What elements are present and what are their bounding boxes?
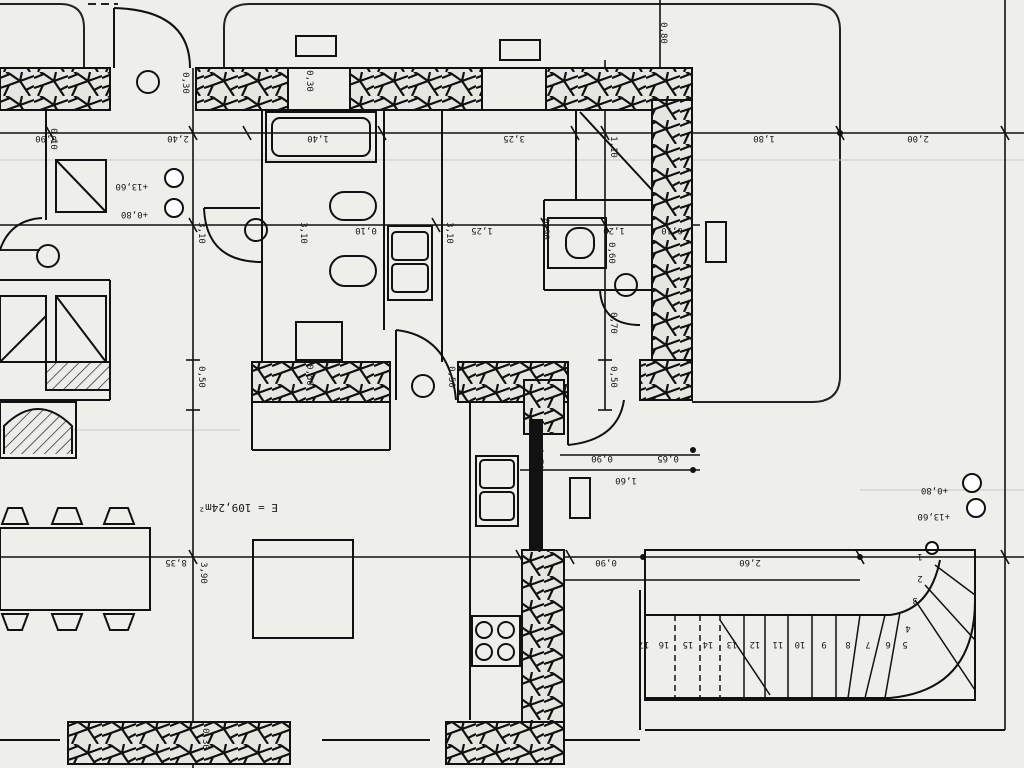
dimension-label: 2,60 bbox=[739, 557, 761, 567]
dimension-label: 2,40 bbox=[167, 133, 189, 143]
dining-table bbox=[0, 527, 151, 611]
dimension-label: 0,50 bbox=[608, 366, 618, 388]
stair-step-number: 13 bbox=[727, 639, 738, 649]
dimension-label: 0,50 bbox=[196, 366, 206, 388]
hatched-walls bbox=[45, 67, 547, 391]
dimension-label: 0,50 bbox=[446, 366, 456, 388]
dimension-label: 0,90 bbox=[540, 218, 550, 240]
stair-step-number: 11 bbox=[773, 639, 784, 649]
dimension-label: 3,10 bbox=[298, 222, 308, 244]
stair-step-number: 16 bbox=[659, 639, 670, 649]
dimension-label: 0,30 bbox=[304, 70, 314, 92]
dimension-label: 0,90 bbox=[591, 453, 613, 463]
stone-walls bbox=[0, 67, 693, 765]
level-label: +13,60 bbox=[917, 511, 950, 521]
side-table bbox=[252, 539, 354, 639]
stair-step-number: 10 bbox=[795, 639, 806, 649]
stair-step-number: 6 bbox=[885, 639, 890, 649]
stair-step-number: 12 bbox=[750, 639, 761, 649]
partition-walls bbox=[0, 110, 652, 720]
dimension-label: 0,30 bbox=[180, 72, 190, 94]
level-label: +0,80 bbox=[121, 209, 148, 219]
bidet bbox=[329, 191, 377, 221]
dimension-label: 0,60 bbox=[606, 242, 616, 264]
toilet-left bbox=[329, 255, 377, 287]
dimension-label: 0,50 bbox=[304, 364, 314, 386]
stair-step-number: 4 bbox=[905, 623, 910, 633]
stair-step-number: 1 bbox=[917, 551, 922, 561]
dimension-label: 1,60 bbox=[615, 475, 637, 485]
dimension-label: 0,90 bbox=[35, 133, 57, 143]
stair-step-number: 9 bbox=[821, 639, 826, 649]
dimension-labels: 0,90 2,40 1,40 3,25 1,80 2,00 0,80 3,10 3,10 3,10… bbox=[35, 22, 929, 750]
dimension-ticks bbox=[45, 125, 1010, 565]
toilet-right bbox=[547, 217, 607, 269]
door-swings bbox=[0, 7, 641, 446]
dimension-label: 0,10 bbox=[48, 128, 58, 150]
cooktop bbox=[471, 615, 521, 667]
fixture-symbols bbox=[36, 35, 727, 519]
level-label: +13,60 bbox=[115, 181, 148, 191]
dimension-label: 0,90 bbox=[595, 557, 617, 567]
dimension-label: 0,30 bbox=[200, 728, 210, 750]
dimension-label: 3,10 bbox=[196, 222, 206, 244]
dimension-label: 3,25 bbox=[503, 133, 525, 143]
stair-step-number: 17 bbox=[639, 639, 650, 649]
dimension-label: 1,80 bbox=[753, 133, 775, 143]
kitchen-sink bbox=[475, 455, 519, 527]
dimension-label: 1,10 bbox=[608, 136, 618, 158]
level-markers bbox=[164, 168, 986, 555]
shower-tray bbox=[295, 321, 343, 361]
dimension-label: 0,10 bbox=[355, 225, 377, 235]
kitchen-fixtures bbox=[471, 419, 543, 667]
stair-step-number: 14 bbox=[703, 639, 714, 649]
stair-step-number: 5 bbox=[902, 639, 907, 649]
dimension-label: 8,35 bbox=[165, 557, 187, 567]
dimension-label: 0,10 bbox=[661, 225, 683, 235]
fireplace bbox=[0, 401, 77, 459]
dimension-label: 0,80 bbox=[658, 22, 668, 44]
stair-step-number: 15 bbox=[683, 639, 694, 649]
dimension-label: 1,25 bbox=[471, 225, 493, 235]
bathtub bbox=[265, 111, 377, 163]
dimension-label: 1,40 bbox=[307, 133, 329, 143]
bathroom-fixtures bbox=[265, 111, 653, 361]
stair-step-number: 8 bbox=[845, 639, 850, 649]
site-outline bbox=[0, 3, 841, 403]
dimension-label: 0,70 bbox=[534, 448, 544, 470]
dimension-label: 0,70 bbox=[608, 312, 618, 334]
dimension-label: 1,20 bbox=[603, 225, 625, 235]
double-sink bbox=[387, 225, 433, 301]
faint-grid bbox=[0, 159, 1024, 491]
dimension-label: 3,10 bbox=[444, 222, 454, 244]
stair-step-number: 3 bbox=[912, 595, 917, 605]
dimension-label: 3,90 bbox=[198, 562, 208, 584]
room-area-label: E = 109,24m² bbox=[199, 501, 278, 514]
dining-set bbox=[0, 507, 354, 639]
dimension-label: 0,65 bbox=[657, 453, 679, 463]
staircase bbox=[639, 549, 1005, 731]
stair-step-number: 7 bbox=[865, 639, 870, 649]
stair-step-number: 2 bbox=[917, 573, 922, 583]
level-label: +0,80 bbox=[921, 485, 948, 495]
shafts bbox=[0, 159, 107, 363]
dimension-label: 2,00 bbox=[907, 133, 929, 143]
